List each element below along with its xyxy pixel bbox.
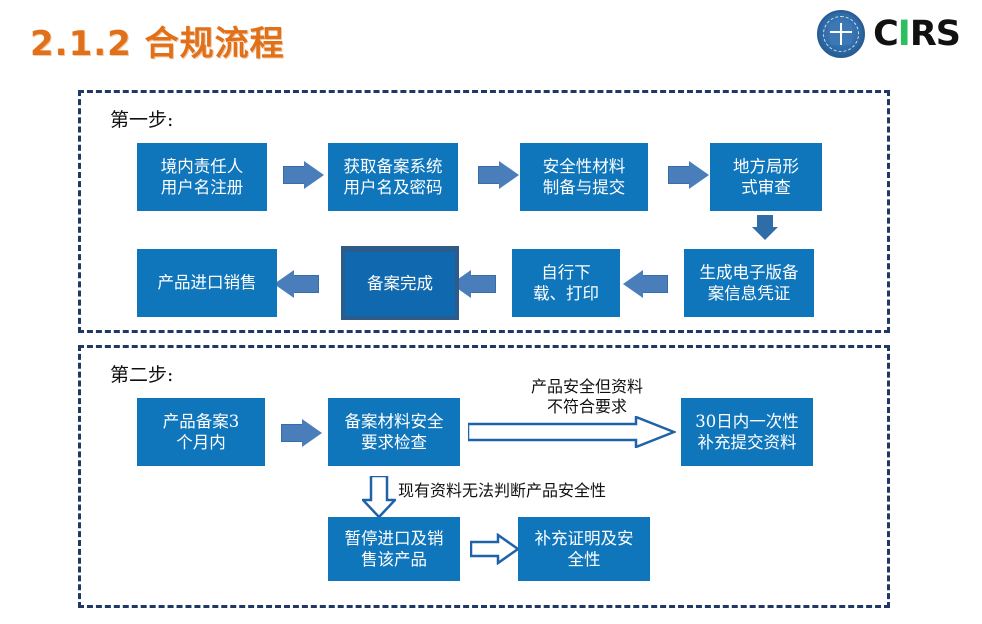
hollow-arrow-to-supplement-30-days bbox=[468, 416, 676, 448]
step-1-label: 第一步: bbox=[110, 109, 174, 131]
box-self-download-print[interactable]: 自行下 载、打印 bbox=[512, 249, 620, 317]
step-2-label: 第二步: bbox=[110, 364, 174, 386]
box-safety-material-preparation-submission[interactable]: 安全性材料 制备与提交 bbox=[520, 143, 648, 211]
step-1-panel bbox=[78, 90, 890, 333]
arrow-step1-3-to-4 bbox=[668, 166, 690, 184]
arrow-step1-5-to-6 bbox=[642, 275, 668, 293]
arrow-step1-2-to-3 bbox=[478, 166, 500, 184]
logo-letter-c: C bbox=[873, 13, 899, 54]
arrow-step1-1-to-2 bbox=[283, 166, 305, 184]
hollow-arrow-down-to-suspend bbox=[362, 476, 396, 518]
caption-safe-but-noncompliant-materials: 产品安全但资料 不符合要求 bbox=[530, 377, 643, 416]
box-one-time-supplement-within-30-days[interactable]: 30日内一次性 补充提交资料 bbox=[681, 398, 813, 466]
box-product-filing-within-3-months[interactable]: 产品备案3 个月内 bbox=[137, 398, 265, 466]
box-filing-complete[interactable]: 备案完成 bbox=[341, 246, 459, 320]
box-obtain-filing-system-credentials[interactable]: 获取备案系统 用户名及密码 bbox=[328, 143, 458, 211]
logo-letters-rs: RS bbox=[909, 13, 961, 54]
box-domestic-responsible-person-registration[interactable]: 境内责任人 用户名注册 bbox=[137, 143, 267, 211]
arrow-step2-1-to-2 bbox=[281, 424, 303, 442]
page-title: 2.1.2 合规流程 bbox=[30, 24, 285, 64]
box-supplement-proof-and-safety[interactable]: 补充证明及安 全性 bbox=[518, 517, 650, 581]
box-product-import-sales[interactable]: 产品进口销售 bbox=[137, 249, 277, 317]
box-local-bureau-formal-review[interactable]: 地方局形 式审查 bbox=[710, 143, 822, 211]
arrow-step1-4-to-5 bbox=[757, 215, 773, 227]
hollow-arrow-suspend-to-supplement bbox=[470, 533, 520, 565]
logo-letter-i: I bbox=[897, 13, 911, 54]
box-generate-electronic-filing-certificate[interactable]: 生成电子版备 案信息凭证 bbox=[684, 249, 814, 317]
box-filing-material-safety-check[interactable]: 备案材料安全 要求检查 bbox=[328, 398, 460, 466]
arrow-step1-6-to-7 bbox=[470, 275, 496, 293]
logo-wordmark: CIRS bbox=[873, 13, 961, 54]
step-2-panel bbox=[78, 345, 890, 608]
balance-scale-seal-icon bbox=[817, 10, 866, 58]
caption-existing-data-cannot-determine-safety: 现有资料无法判断产品安全性 bbox=[398, 481, 607, 500]
brand-logo: CIRS bbox=[817, 10, 961, 58]
arrow-step1-7-to-8 bbox=[293, 275, 319, 293]
box-suspend-import-and-sales[interactable]: 暂停进口及销 售该产品 bbox=[328, 517, 460, 581]
seal-ring-decoration bbox=[823, 16, 860, 52]
